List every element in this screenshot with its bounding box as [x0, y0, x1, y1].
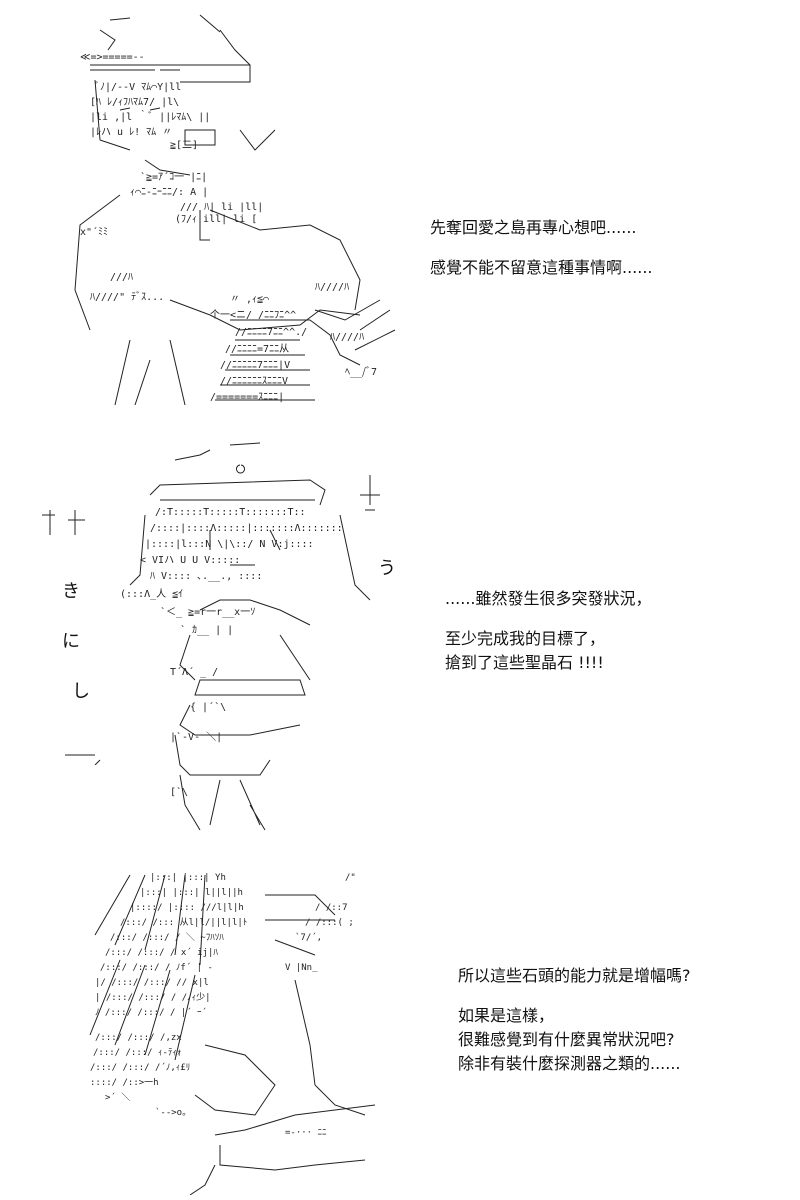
svg-text:` ｶ__ | |: ` ｶ__ | |	[180, 624, 233, 636]
svg-text:|::::|l:::N \|\::/ N V:j::::: |::::|l:::N \|\::/ N V:j::::	[145, 539, 314, 550]
svg-text:(:::Λ_人 ≦ｲ: (:::Λ_人 ≦ｲ	[120, 588, 183, 600]
svg-text:x"´ﾐﾐ: x"´ﾐﾐ	[80, 226, 108, 238]
svg-text://ﾆﾆﾆﾆ7ﾆﾆ^^./: //ﾆﾆﾆﾆ7ﾆﾆ^^./	[235, 327, 307, 338]
svg-text:ﾍ__/ﾞ7: ﾍ__/ﾞ7	[345, 366, 377, 378]
svg-text:ﾞﾉ|/--V ﾏﾑ⌒Y|ll: ﾞﾉ|/--V ﾏﾑ⌒Y|ll	[95, 81, 181, 93]
caption-2: ......雖然發生很多突發狀況， 至少完成我的目標了， 搶到了這些聖晶石 !!…	[445, 587, 652, 675]
svg-text://ﾆﾆﾆﾆ=7ﾆﾆ从: //ﾆﾆﾆﾆ=7ﾆﾆ从	[225, 344, 289, 355]
svg-text:/:::/ /:::/ / ﾉf´ | -: /:::/ /:::/ / ﾉf´ | -	[100, 962, 213, 973]
svg-text:`7/´,: `7/´,	[295, 932, 322, 943]
svg-text:|li ,|l ｀ﾞ ||ﾚﾏﾑ\ ||: |li ,|l ｀ﾞ ||ﾚﾏﾑ\ ||	[90, 109, 210, 123]
svg-text:`-->o。: `-->o。	[155, 1107, 191, 1118]
svg-text:≧[二]: ≧[二]	[170, 140, 198, 151]
caption-line: 如果是這樣，	[458, 1006, 555, 1025]
svg-text:≪=>=====--: ≪=>=====--	[80, 52, 145, 63]
svg-text:ﾊ V:::: ､.__., ::::: ﾊ V:::: ､.__., ::::	[150, 571, 262, 582]
svg-text:/:T:::::T:::::T:::::::T::: /:T:::::T:::::T:::::::T::	[155, 507, 306, 518]
svg-text:=-··· ﾆﾆ: =-··· ﾆﾆ	[285, 1128, 327, 1138]
svg-text:ﾊ////ﾊ: ﾊ////ﾊ	[315, 282, 349, 293]
caption-line: ......雖然發生很多突發狀況，	[445, 589, 652, 608]
caption-line: 很難感覺到有什麼異常狀況吧?	[458, 1030, 675, 1049]
caption-1: 先奪回愛之島再專心想吧...... 感覺不能不留意這種事情啊......	[430, 216, 653, 280]
caption-line: 所以這些石頭的能力就是增幅嗎?	[458, 966, 691, 985]
svg-text:/:::/ /:::/ ｨ-ﾃｨｫ: /:::/ /:::/ ｨ-ﾃｨｫ	[93, 1047, 181, 1058]
panel-3: |:::| |:::| Yh |:::| |:::| l||l||h |::::…	[0, 840, 800, 1200]
svg-text:|ﾚハ u ﾚ! ﾏﾑ 〃: |ﾚハ u ﾚ! ﾏﾑ 〃	[90, 127, 172, 138]
svg-text:///ﾊ: ///ﾊ	[110, 272, 133, 283]
sfx-marks	[42, 475, 380, 765]
caption-line: 先奪回愛之島再專心想吧......	[430, 218, 637, 237]
svg-text:/// ﾊ| li |ll|: /// ﾊ| li |ll|	[180, 202, 263, 213]
svg-text:ﾊ////" ﾃﾞｽ...: ﾊ////" ﾃﾞｽ...	[90, 291, 164, 303]
panel-2: /:T:::::T:::::T:::::::T:: /::::|::::Λ:::…	[0, 415, 800, 840]
svg-text:T´Λ´ _ /: T´Λ´ _ /	[170, 666, 218, 678]
sfx-ni: に	[62, 631, 80, 652]
svg-text:ｨ⌒ﾆ-ﾆｰﾆﾆ/: A |: ｨ⌒ﾆ-ﾆｰﾆﾆ/: A |	[130, 187, 208, 198]
svg-text:{ |´`\: { |´`\	[190, 701, 226, 713]
svg-text:|:::| |:::| Yh: |:::| |:::| Yh	[150, 873, 226, 883]
svg-text:个一<ニ/ /ﾆﾆﾌﾆ^^: 个一<ニ/ /ﾆﾆﾌﾆ^^	[210, 309, 296, 321]
svg-text:ﾉ /:::/ /:::/ / |´ ｰ´: ﾉ /:::/ /:::/ / |´ ｰ´	[95, 1007, 207, 1018]
caption-line: 除非有裝什麼探測器之類的......	[458, 1054, 681, 1073]
svg-text:[`\: [`\	[170, 786, 188, 798]
character-ascii-art-1: ≪=>=====-- ﾞﾉ|/--V ﾏﾑ⌒Y|ll [ﾊ ﾚ/ｨﾌﾊﾏﾑ7/ …	[74, 14, 396, 406]
svg-text:/ /::7: / /::7	[315, 903, 348, 913]
sfx-ki: き	[62, 581, 80, 602]
svg-text:< VIハ U U V:::::: < VIハ U U V:::::	[140, 555, 240, 566]
svg-text:|`-V- ＼|: |`-V- ＼|	[170, 731, 222, 743]
svg-text:/=======ｽﾆﾆﾆ|: /=======ｽﾆﾆﾆ|	[210, 392, 284, 403]
svg-text://ﾆﾆﾆﾆﾆﾆｽﾆﾆﾆV: //ﾆﾆﾆﾆﾆﾆｽﾆﾆﾆV	[220, 376, 288, 387]
svg-text:/:::/ /:::/ /´ﾉ,ｨ£ﾘ: /:::/ /:::/ /´ﾉ,ｨ£ﾘ	[90, 1062, 190, 1073]
caption-line: 感覺不能不留意這種事情啊......	[430, 258, 653, 277]
svg-text:/:::/ /:::/ / ＼ ~ﾌﾊｿﾊ: /:::/ /:::/ / ＼ ~ﾌﾊｿﾊ	[110, 932, 224, 943]
sfx-u: う	[378, 558, 396, 579]
svg-text:/": /"	[345, 873, 356, 883]
svg-text://ﾆﾆﾆﾆﾆ7ﾆﾆﾆ|V: //ﾆﾆﾆﾆﾆ7ﾆﾆﾆ|V	[220, 360, 290, 371]
svg-text:/:::/ /::: 从l|l/||l|l|ﾄ: /:::/ /::: 从l|l/||l|l|ﾄ	[120, 917, 247, 928]
svg-text:|/ /:::/ /:::/ // x|l: |/ /:::/ /:::/ // x|l	[95, 978, 209, 988]
svg-text:| /:::/ /:::/ / /ﾉｨ少|: | /:::/ /:::/ / /ﾉｨ少|	[95, 992, 211, 1003]
svg-text:>´ ＼: >´ ＼	[105, 1092, 130, 1103]
svg-text:ﾊ////ﾊ: ﾊ////ﾊ	[330, 332, 364, 343]
svg-text:/ /:::( ;: / /:::( ;	[305, 918, 354, 928]
svg-text:/:::/ /:::/ / x´ ij|ﾊ: /:::/ /:::/ / x´ ij|ﾊ	[105, 947, 218, 958]
caption-line: 搶到了這些聖晶石 !!!!	[445, 653, 604, 672]
svg-text:|:::| |:::| l||l||h: |:::| |:::| l||l||h	[140, 888, 243, 898]
svg-text:::::/ /::>一h: ::::/ /::>一h	[90, 1078, 159, 1088]
svg-text:|::::/ |:::: ///l|l|h: |::::/ |:::: ///l|l|h	[130, 903, 244, 913]
svg-text:V |Nn_: V |Nn_	[285, 963, 318, 973]
character-ascii-art-3: |:::| |:::| Yh |:::| |:::| l||l||h |::::…	[89, 873, 376, 1195]
caption-3: 所以這些石頭的能力就是增幅嗎? 如果是這樣， 很難感覺到有什麼異常狀況吧? 除非…	[458, 964, 691, 1076]
character-ascii-art-2: /:T:::::T:::::T:::::::T:: /::::|::::Λ:::…	[120, 442, 371, 831]
caption-line: 至少完成我的目標了，	[445, 629, 606, 648]
svg-text:(ﾌ/ｨ ill| li [: (ﾌ/ｨ ill| li [	[175, 214, 257, 225]
svg-text:〃 ,ｨ≦⌒: 〃 ,ｨ≦⌒	[230, 294, 269, 305]
sfx-shi: し	[72, 681, 90, 702]
svg-text:`≧=ｱ´ｺ一 |ﾆ|: `≧=ｱ´ｺ一 |ﾆ|	[140, 171, 207, 183]
panel-1: ≪=>=====-- ﾞﾉ|/--V ﾏﾑ⌒Y|ll [ﾊ ﾚ/ｨﾌﾊﾏﾑ7/ …	[0, 0, 800, 415]
svg-text:/:::/ /:::/ /,zx: /:::/ /:::/ /,zx	[95, 1033, 182, 1043]
svg-text:[ﾊ ﾚ/ｨﾌﾊﾏﾑ7/ |l\: [ﾊ ﾚ/ｨﾌﾊﾏﾑ7/ |l\	[90, 97, 179, 108]
svg-text:/::::|::::Λ:::::|:::::::Λ:::::: /::::|::::Λ:::::|:::::::Λ:::::::	[150, 523, 343, 534]
svg-text:`＜_ ≧=r一r__x一ｿ: `＜_ ≧=r一r__x一ｿ	[160, 606, 255, 618]
